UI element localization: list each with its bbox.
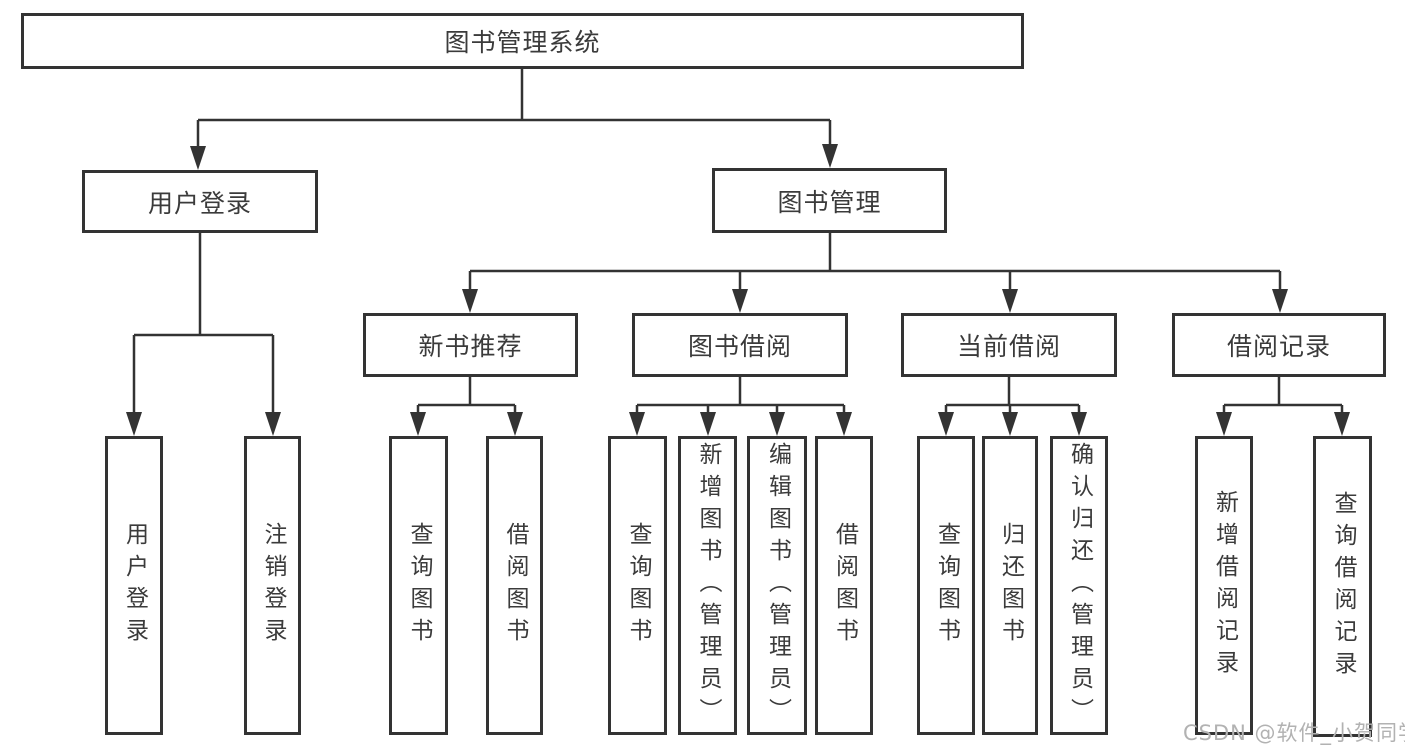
node-leaf-query-borrow-record: 查询借阅记录 bbox=[1313, 436, 1372, 737]
node-borrowing-records-label: 借阅记录 bbox=[1226, 332, 1331, 361]
node-new-book-recommendation: 新书推荐 bbox=[363, 313, 578, 377]
node-user-login-label: 用户登录 bbox=[147, 188, 252, 218]
connector-borrowing-records-to-children bbox=[1216, 377, 1350, 436]
node-user-login: 用户登录 bbox=[82, 170, 318, 233]
node-current-borrowing: 当前借阅 bbox=[901, 313, 1117, 377]
node-borrowing-records: 借阅记录 bbox=[1172, 313, 1386, 377]
node-book-borrowing: 图书借阅 bbox=[632, 313, 848, 377]
node-leaf-add-borrow-record: 新增借阅记录 bbox=[1195, 436, 1253, 735]
connector-user-login-to-children bbox=[126, 233, 281, 436]
node-leaf-user-login: 用户登录 bbox=[105, 436, 163, 735]
node-new-book-recommendation-label: 新书推荐 bbox=[418, 332, 523, 361]
node-leaf-borrow-books-recommend: 借阅图书 bbox=[486, 436, 543, 735]
node-leaf-logout: 注销登录 bbox=[244, 436, 301, 735]
connector-new-book-recommendation-to-children bbox=[410, 377, 523, 436]
connector-book-borrowing-to-children bbox=[629, 377, 852, 436]
node-leaf-return-books: 归还图书 bbox=[982, 436, 1038, 735]
node-leaf-logout-label: 注销登录 bbox=[260, 521, 286, 650]
node-leaf-add-books-admin: 新增图书（管理员） bbox=[678, 436, 737, 735]
node-leaf-borrow-books: 借阅图书 bbox=[815, 436, 873, 735]
node-leaf-query-books-borrowing-label: 查询图书 bbox=[625, 521, 651, 650]
node-library-management-system: 图书管理系统 bbox=[21, 13, 1024, 69]
csdn-watermark: CSDN @软件_小贺同学 bbox=[1183, 721, 1405, 745]
node-book-management-label: 图书管理 bbox=[777, 187, 882, 217]
node-leaf-confirm-return-admin-label: 确认归还（管理员） bbox=[1066, 441, 1093, 730]
node-library-management-system-label: 图书管理系统 bbox=[444, 28, 601, 57]
node-leaf-confirm-return-admin: 确认归还（管理员） bbox=[1050, 436, 1108, 735]
node-leaf-return-books-label: 归还图书 bbox=[997, 521, 1024, 650]
node-current-borrowing-label: 当前借阅 bbox=[956, 332, 1061, 361]
connector-current-borrowing-to-children bbox=[938, 377, 1087, 436]
node-leaf-query-books-recommend: 查询图书 bbox=[389, 436, 448, 735]
node-leaf-user-login-label: 用户登录 bbox=[121, 521, 148, 650]
node-leaf-query-borrow-record-label: 查询借阅记录 bbox=[1330, 490, 1356, 683]
node-leaf-borrow-books-label: 借阅图书 bbox=[831, 521, 858, 650]
node-leaf-query-books-borrowing: 查询图书 bbox=[608, 436, 667, 735]
node-leaf-edit-books-admin: 编辑图书（管理员） bbox=[747, 436, 807, 735]
connector-book-management-to-level3 bbox=[462, 233, 1288, 313]
node-book-borrowing-label: 图书借阅 bbox=[687, 332, 792, 361]
connector-root-to-level2 bbox=[190, 69, 838, 170]
node-leaf-borrow-books-recommend-label: 借阅图书 bbox=[502, 521, 528, 650]
node-leaf-add-books-admin-label: 新增图书（管理员） bbox=[695, 441, 721, 730]
node-leaf-query-books-recommend-label: 查询图书 bbox=[406, 521, 432, 650]
node-book-management: 图书管理 bbox=[712, 168, 947, 233]
node-leaf-query-books-current-label: 查询图书 bbox=[933, 521, 960, 650]
node-leaf-add-borrow-record-label: 新增借阅记录 bbox=[1211, 489, 1238, 682]
node-leaf-query-books-current: 查询图书 bbox=[917, 436, 975, 735]
node-leaf-edit-books-admin-label: 编辑图书（管理员） bbox=[764, 441, 791, 730]
